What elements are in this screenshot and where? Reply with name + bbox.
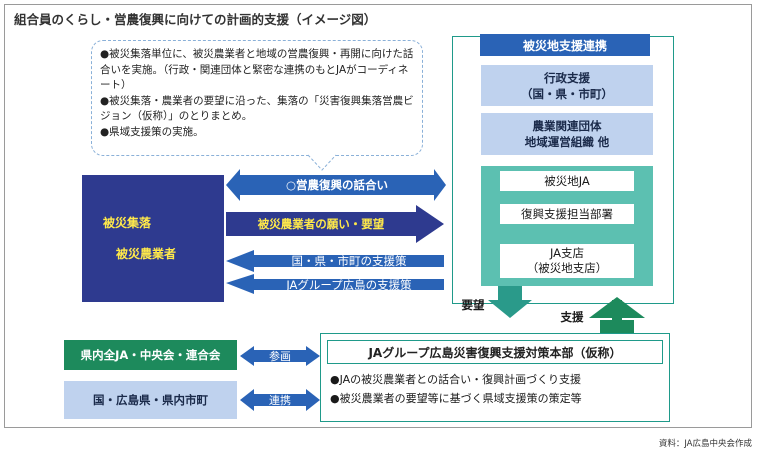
disaster-ja-box: 被災地JA: [499, 170, 635, 192]
wishes-arrow-label: 被災農業者の願い・要望: [257, 217, 385, 231]
support-up-arrow-head: [589, 297, 645, 318]
hq-item-1: ●JAの被災農業者との話合い・復興計画づくり支援: [330, 373, 582, 386]
cooperate-label: 連携: [269, 394, 291, 407]
ja-branch-line2: （被災地支店）: [526, 261, 608, 275]
gov-support-left-arrow: [226, 250, 444, 272]
gov-support-arrow-label: 国・県・市町の支援策: [291, 254, 407, 268]
all-ja-box: 県内全JA・中央会・連合会: [64, 340, 237, 370]
hq-items: ●JAの被災農業者との話合い・復興計画づくり支援 ●被災農業者の要望等に基づく県…: [330, 370, 666, 408]
participate-label: 参画: [269, 350, 291, 363]
ja-branch-line1: JA支店: [549, 246, 585, 260]
gov-support-box: 行政支援 （国・県・市町）: [481, 65, 653, 106]
talks-arrow-label: ○営農復興の話合い: [285, 178, 389, 192]
callout-item-2: ●被災集落・農業者の要望に沿った、集落の「災害復興集落営農ビジョン（仮称）」のと…: [100, 94, 414, 123]
ja-branch-box: JA支店 （被災地支店）: [499, 243, 635, 279]
request-down-arrow: [488, 286, 532, 318]
ja-support-left-arrow: [226, 274, 444, 294]
cooperate-double-arrow: [240, 389, 320, 411]
government-box: 国・広島県・県内市町: [64, 381, 237, 419]
affected-community-label: 被災集落: [103, 216, 152, 230]
affected-farmers-label: 被災農業者: [116, 247, 177, 261]
hq-item-2: ●被災農業者の要望等に基づく県域支援策の策定等: [330, 392, 582, 405]
callout-item-3: ●県域支援策の実施。: [100, 125, 204, 138]
request-label: 要望: [461, 298, 485, 312]
recovery-dept-box: 復興支援担当部署: [499, 203, 635, 225]
hq-title: JAグループ広島災害復興支援対策本部（仮称）: [327, 340, 663, 364]
callout-pointer: [307, 154, 337, 171]
support-panel-header: 被災地支援連携: [480, 34, 650, 56]
gov-support-line2: （国・県・市町）: [521, 86, 613, 101]
diagram-frame: [4, 4, 752, 428]
diagram-title: 組合員のくらし・営農復興に向けての計画的支援（イメージ図）: [14, 12, 377, 27]
support-label: 支援: [560, 310, 584, 324]
callout-item-1: ●被災集落単位に、被災農業者と地域の営農復興・再開に向けた話合いを実施。（行政・…: [100, 48, 414, 91]
callout-box: ●被災集落単位に、被災農業者と地域の営農復興・再開に向けた話合いを実施。（行政・…: [91, 40, 423, 156]
participate-double-arrow: [240, 346, 320, 366]
ja-support-arrow-label: JAグループ広島の支援策: [286, 277, 412, 292]
agri-org-box: 農業関連団体 地域運営組織 他: [481, 113, 653, 155]
agri-org-line2: 地域運営組織 他: [524, 135, 610, 149]
agri-org-line1: 農業関連団体: [532, 119, 602, 133]
source-note: 資料：JA広島中央会作成: [658, 439, 752, 449]
wishes-right-arrow: [226, 205, 444, 243]
gov-support-line1: 行政支援: [544, 70, 590, 85]
talks-double-arrow: [226, 169, 446, 201]
affected-community-box: 被災集落 被災農業者: [82, 175, 224, 302]
